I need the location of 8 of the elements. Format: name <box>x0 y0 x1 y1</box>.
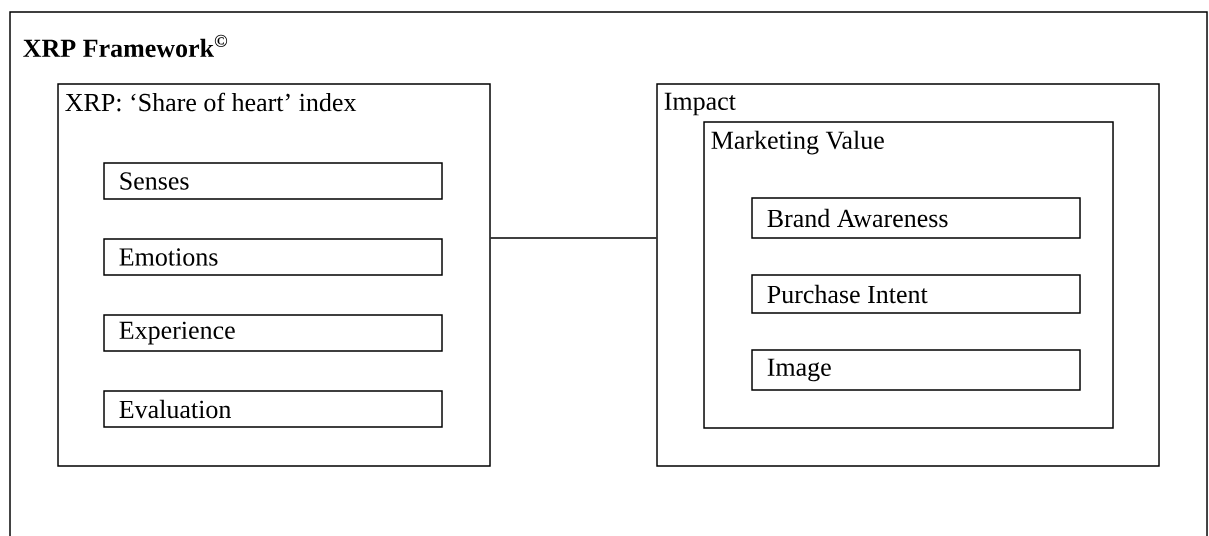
item-box: Evaluation <box>103 390 443 428</box>
item-box: Image <box>751 349 1081 391</box>
item-box: Emotions <box>103 238 443 276</box>
item-box: Purchase Intent <box>751 274 1081 314</box>
connector-line <box>490 237 657 239</box>
item-box: Senses <box>103 162 443 200</box>
item-box: Brand Awareness <box>751 197 1081 239</box>
item-box: Experience <box>103 314 443 352</box>
